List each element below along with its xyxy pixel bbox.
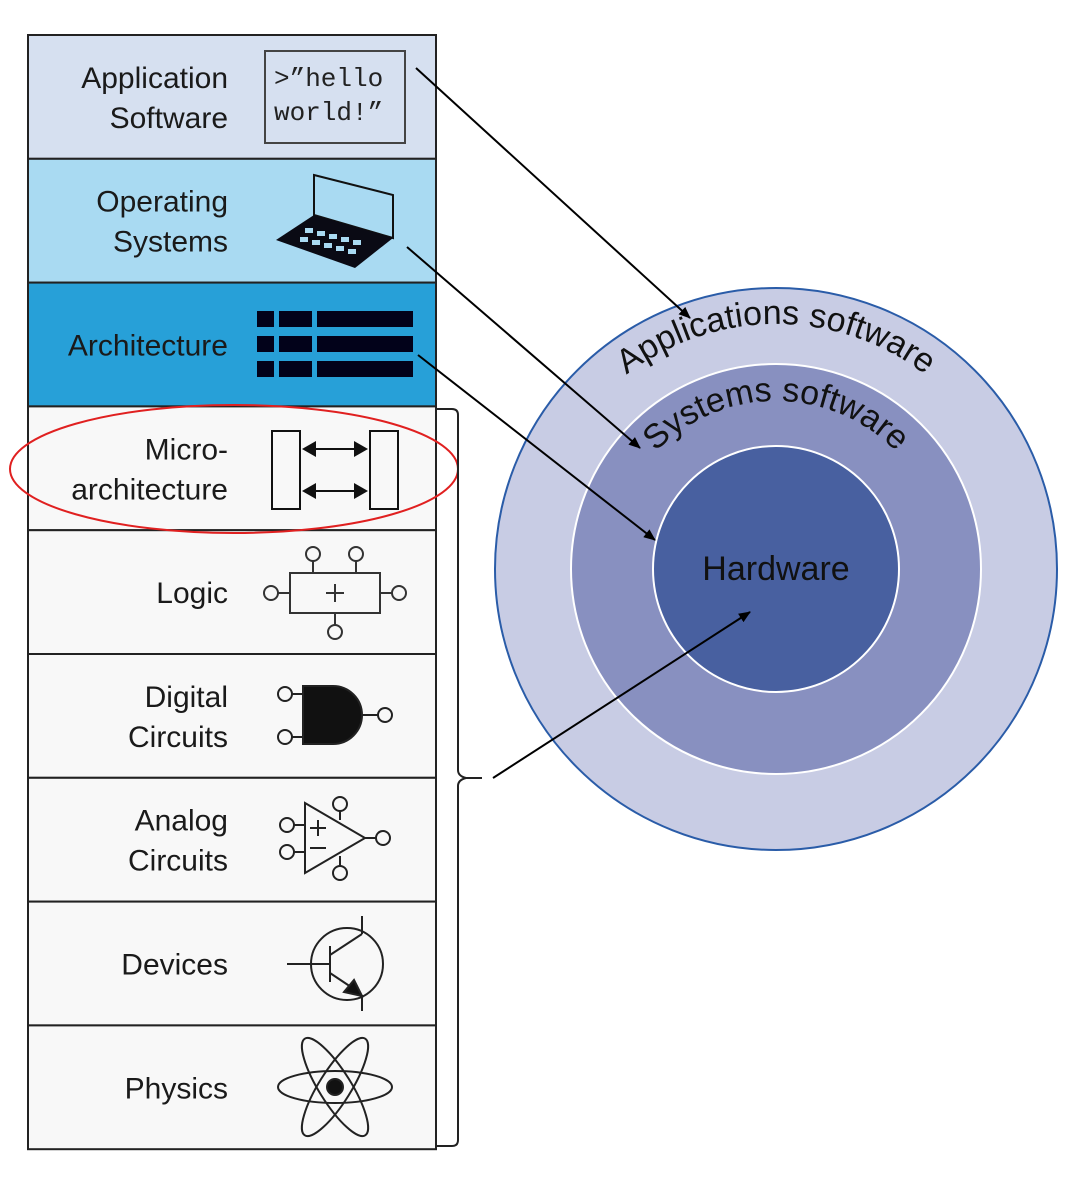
transistor-icon (287, 916, 384, 1011)
arrow-architecture (417, 354, 656, 541)
layer-box (27, 405, 437, 532)
hardware-label: Hardware (702, 550, 849, 588)
layer-label: Circuits (128, 721, 228, 754)
op-amp-icon (279, 796, 391, 881)
layer-devices: Devices (27, 900, 437, 1027)
layer-label: Circuits (128, 845, 228, 878)
layer-box (27, 34, 437, 160)
layer-label: Physics (125, 1072, 228, 1105)
terminal-line-2: world!” (274, 98, 383, 128)
layer-label: Devices (121, 949, 228, 982)
layer-label: Software (110, 102, 228, 135)
hardware-core (652, 445, 900, 693)
layer-logic: Logic (27, 529, 437, 656)
layer-microarchitecture: Micro-architecture (27, 405, 437, 532)
and-gate-icon (277, 685, 393, 745)
laptop-icon (276, 173, 394, 268)
layer-box (27, 1024, 437, 1151)
software-hardware-rings: Applications software Systems software H… (494, 287, 1058, 851)
mapping-arrows (406, 67, 751, 779)
layer-box (27, 776, 437, 903)
arrow-application (415, 67, 691, 319)
layer-stack: ApplicationSoftwareOperatingSystemsArchi… (27, 34, 437, 1151)
layer-label: Analog (135, 805, 228, 838)
datapath-icon (271, 430, 399, 510)
layer-physics: Physics (27, 1024, 437, 1151)
hardware-bracket (436, 408, 482, 1147)
layer-label: Application (81, 62, 228, 95)
terminal-line-1: >”hello (274, 64, 383, 94)
layer-label: Logic (156, 577, 228, 610)
layer-label: Systems (113, 226, 228, 259)
arrow-hardware (492, 611, 751, 779)
instruction-format-icon (257, 311, 413, 377)
terminal-icon: >”hello world!” (264, 50, 406, 144)
layer-label: Micro- (145, 433, 228, 466)
layer-label: architecture (71, 473, 228, 506)
adder-icon (263, 546, 407, 640)
layer-label: Digital (145, 681, 228, 714)
layer-box (27, 157, 437, 284)
atom-icon (277, 1036, 393, 1138)
layer-label: Operating (96, 186, 228, 219)
layer-box (27, 529, 437, 656)
layer-label: Architecture (68, 330, 228, 363)
layer-box (27, 900, 437, 1027)
arrow-os (406, 246, 641, 449)
